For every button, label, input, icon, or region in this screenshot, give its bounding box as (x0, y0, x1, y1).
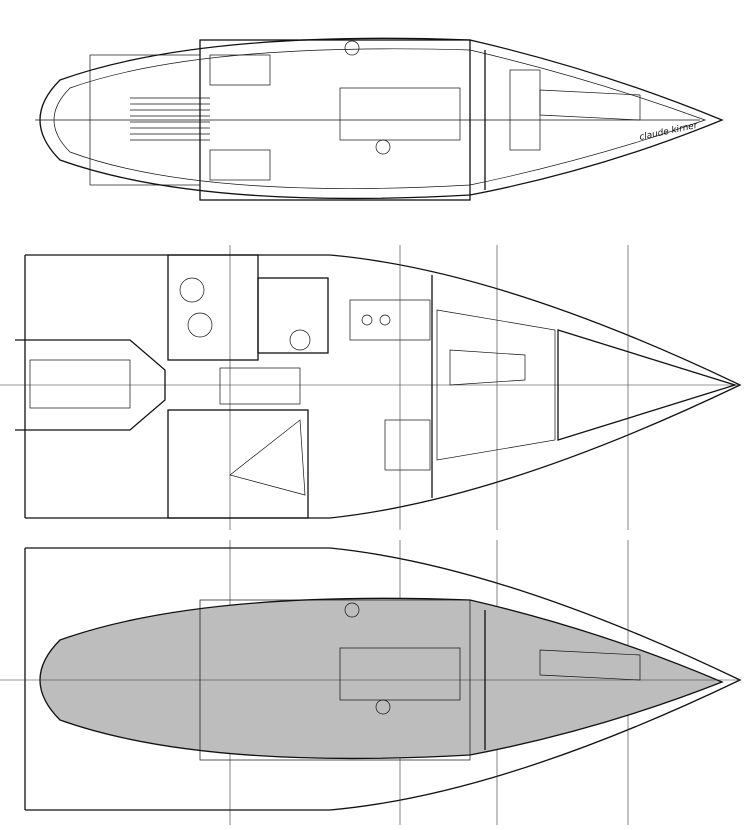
stove-burner (361, 314, 373, 326)
berth-starboard (209, 149, 271, 181)
saloon (199, 39, 471, 201)
aft-cabin (167, 409, 309, 519)
double-berth (229, 419, 306, 496)
saloon-table (339, 647, 461, 701)
station-lines (229, 245, 629, 530)
forepeak (557, 329, 738, 441)
cockpit-floor (29, 359, 131, 409)
chart-table (384, 419, 431, 471)
sleeping-figure (539, 89, 641, 121)
saloon-table (339, 87, 461, 141)
overlay-view (0, 540, 742, 825)
saloon-table (449, 349, 526, 386)
accommodation-plan (0, 245, 742, 530)
galley (349, 299, 431, 341)
sketch-view: claude kirner (35, 37, 724, 201)
signature: claude kirner (639, 121, 700, 143)
sleeping-figure (539, 649, 641, 681)
cockpit-slats (130, 97, 210, 141)
deck-line (53, 48, 707, 189)
forepeak-berth (509, 69, 541, 151)
hull-outline (39, 37, 724, 200)
figure-head (344, 602, 360, 618)
head (257, 277, 329, 354)
cockpit-well (15, 339, 166, 431)
saloon-settees (436, 309, 556, 461)
toilet (289, 329, 311, 351)
saloon (199, 599, 471, 761)
engine (219, 367, 301, 405)
winch (187, 312, 213, 338)
hull-outline (25, 254, 742, 519)
stove-burner (379, 314, 391, 326)
figure-head (375, 139, 391, 155)
winch (179, 277, 205, 303)
sketch-hull-overlay (39, 597, 724, 760)
figure-head (344, 40, 360, 56)
figure-head (375, 699, 391, 715)
berth-port (209, 54, 271, 86)
quarter-berth-port (167, 254, 259, 361)
